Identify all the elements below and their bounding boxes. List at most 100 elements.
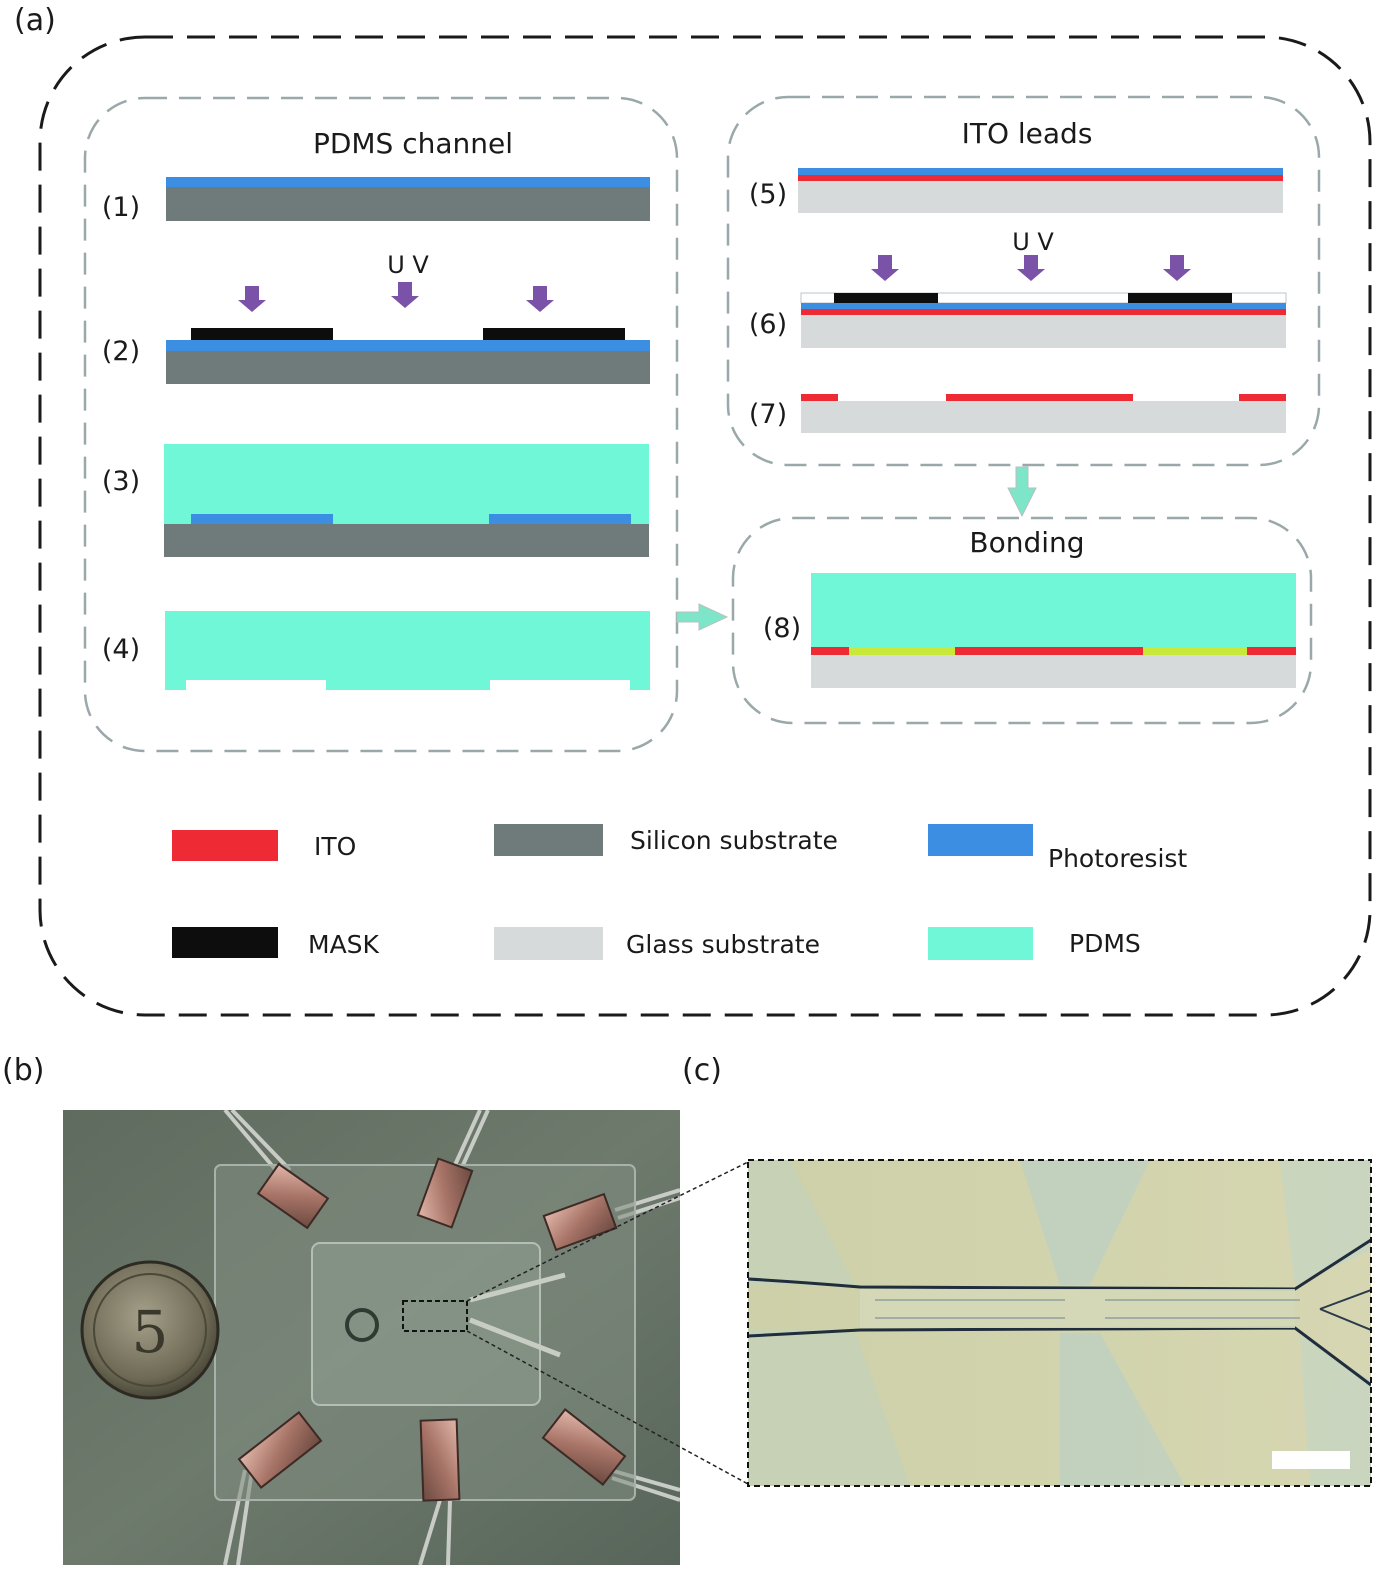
channel-wall-bottom [748, 1326, 1371, 1387]
photoresist-layer [166, 340, 650, 351]
ito-lead [946, 394, 1133, 401]
inlet-hole [345, 1308, 379, 1342]
legend-swatch-glass [494, 927, 603, 960]
channel-electrode-region [849, 647, 955, 655]
step-label-1: (1) [102, 192, 140, 223]
channel-wall-top [748, 1238, 1371, 1291]
uv-arrow-icon [871, 255, 899, 281]
pdms-layer [165, 611, 650, 690]
electrode-wedge [748, 1160, 855, 1285]
tubing [469, 1272, 566, 1358]
step-4-diagram [165, 611, 650, 690]
legend-label-silicon: Silicon substrate [630, 826, 838, 855]
copper-pad [237, 1411, 323, 1489]
silicon-layer [164, 524, 649, 557]
legend-swatch-silicon [494, 824, 603, 856]
step-5-diagram [798, 168, 1283, 213]
silicon-layer [166, 187, 650, 221]
channel-void [490, 680, 630, 690]
copper-pad [541, 1408, 627, 1486]
uv-label-left: U V [387, 251, 429, 279]
micrograph [748, 1160, 1371, 1486]
uv-arrow-icon [1163, 255, 1191, 281]
electrode-wedge [748, 1330, 910, 1486]
panel-label-a: (a) [14, 3, 56, 38]
mask-block [483, 328, 625, 340]
right-arrow-icon [676, 603, 729, 631]
pdms-block [311, 1242, 541, 1406]
electrode-wedge [1020, 1160, 1150, 1285]
electrode-fingers [875, 1299, 1300, 1319]
silicon-layer [166, 351, 650, 384]
uv-label-right: U V [1012, 228, 1054, 256]
channel-void [186, 680, 326, 690]
bonding-section-frame [731, 516, 1313, 725]
step-3-diagram [164, 444, 649, 557]
pdms-channel-title: PDMS channel [313, 127, 513, 160]
ito-lead [1239, 394, 1286, 401]
pdms-section-frame [83, 96, 679, 753]
panel-label-c: (c) [682, 1053, 722, 1088]
step-8-diagram [811, 573, 1296, 688]
step-label-5: (5) [749, 179, 787, 210]
outlet-split [1319, 1289, 1371, 1331]
ito-layer [798, 175, 1283, 181]
copper-pad [416, 1157, 474, 1229]
bonding-title: Bonding [969, 526, 1084, 559]
uv-arrow-icon [391, 282, 419, 308]
zoom-guide-top [466, 1161, 749, 1302]
uv-arrow-icon [1017, 255, 1045, 281]
glass-layer [801, 401, 1286, 433]
scale-bar [1272, 1451, 1350, 1469]
panel-label-b: (b) [2, 1053, 44, 1088]
zoom-region-box [402, 1300, 468, 1332]
pdms-layer [811, 573, 1296, 647]
legend-label-photoresist: Photoresist [1048, 844, 1187, 873]
step-label-8: (8) [763, 613, 801, 644]
legend-label-glass: Glass substrate [626, 930, 820, 959]
legend-swatch-mask [172, 927, 278, 958]
step-label-2: (2) [102, 336, 140, 367]
coin-digit: 5 [132, 1298, 169, 1366]
glass-layer [798, 181, 1283, 213]
photoresist-layer [166, 177, 650, 187]
photoresist-mold [489, 514, 631, 524]
mask-block [834, 293, 938, 303]
electrode-wedge [1060, 1333, 1185, 1486]
ito-leads-title: ITO leads [962, 117, 1093, 150]
ito-lead [801, 394, 838, 401]
micrograph-frame [747, 1159, 1372, 1487]
copper-pad [542, 1192, 618, 1252]
wire [453, 1110, 490, 1166]
photoresist-layer [798, 168, 1283, 175]
step-7-diagram [801, 394, 1286, 433]
mask-block [191, 328, 333, 340]
device-photo: 5 [63, 1110, 680, 1565]
step-label-4: (4) [102, 634, 140, 665]
channel-electrode-region [1143, 647, 1247, 655]
copper-pad [419, 1418, 461, 1502]
channel-interior [860, 1289, 1295, 1328]
step-label-7: (7) [749, 399, 787, 430]
legend-swatch-pdms [928, 927, 1033, 960]
coin-rim [93, 1273, 207, 1387]
step-2-diagram: U V [166, 251, 650, 384]
photoresist-layer [801, 303, 1286, 309]
step-6-diagram: U V [800, 228, 1287, 348]
mask-block [1128, 293, 1232, 303]
step-label-3: (3) [102, 466, 140, 497]
step-1-diagram [166, 177, 650, 221]
glass-layer [811, 655, 1296, 688]
ito-layer [811, 647, 1296, 655]
zoom-guide-bottom [466, 1330, 749, 1485]
uv-arrow-icon [238, 286, 266, 312]
coin-icon [80, 1260, 220, 1400]
legend-label-ito: ITO [314, 832, 356, 861]
uv-arrow-icon [526, 286, 554, 312]
step-label-6: (6) [749, 309, 787, 340]
outer-dashed-frame [38, 35, 1372, 1017]
copper-pad [256, 1162, 330, 1230]
ito-layer [801, 309, 1286, 315]
down-arrow-icon [1007, 466, 1037, 518]
